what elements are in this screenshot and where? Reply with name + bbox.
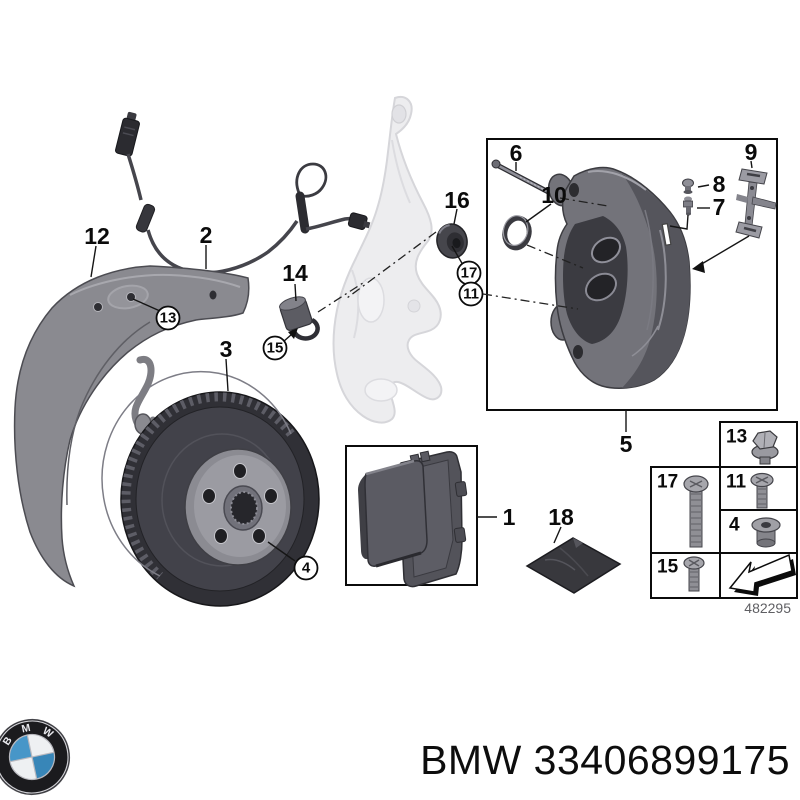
shield-bolt-hole [209,290,217,300]
callout-3: 3 [220,336,233,362]
circled-callout-13-text: 13 [160,310,177,327]
table-label-17: 17 [657,472,678,493]
logo-letter-m: M [20,722,31,736]
guide-pin [491,159,559,199]
cable-ferrule [135,203,156,233]
callout-2: 2 [200,222,213,248]
grease-packet [525,537,622,594]
disc-cooling-vanes [121,392,295,580]
disc-center-bore [231,492,257,524]
brake-caliper [547,166,691,389]
circled-callout-11: 11 [458,281,484,307]
wheel-bolt-hole [202,488,216,504]
anti-rattle-spring-clip [735,168,777,239]
table-label-15: 15 [657,557,679,578]
retaining-pin [661,214,689,246]
circled-callout-17: 17 [456,260,482,286]
table-label-4: 4 [729,515,740,536]
callout-1: 1 [503,504,516,530]
circled-callout-4-text: 4 [302,560,311,577]
wear-sensor-cable [115,111,371,275]
sensor-connector [115,117,140,157]
circled-callout-15-text: 15 [267,340,284,357]
direction-arrow-icon [728,553,796,596]
brake-pad-inner [358,459,428,568]
wheel-bolt-hole [214,528,228,544]
bleeder-valve [683,196,693,216]
callout-16: 16 [444,187,470,213]
callout-10: 10 [541,182,567,208]
seal-ring [502,215,532,251]
caliper-assembly-box [486,138,778,411]
steering-knuckle-ghost [332,96,443,424]
footer: B M W BMW 33406899175 [0,719,790,795]
piston-bore [591,236,621,264]
circled-callout-11-text: 11 [463,286,479,303]
wheel-bolt-hole [252,528,266,544]
shield-bolt-hole [93,302,103,312]
dust-cap [436,223,468,259]
wheel-bolt-hole [264,488,278,504]
callout-6: 6 [510,140,523,166]
callout-18: 18 [548,504,574,530]
screw-icon [750,472,774,509]
piston-bore [585,272,617,302]
callout-12: 12 [84,223,110,249]
roundel-quadrant [9,734,32,762]
cable-grommet [295,191,310,234]
callout-8: 8 [713,171,726,197]
callout-7: 7 [713,194,726,220]
brake-disc [101,370,320,607]
callout-labels: 12 2 3 14 16 6 10 8 7 9 5 1 18 13 15 17 … [84,139,758,581]
guide-bushing [279,296,320,341]
circled-callout-13: 13 [155,305,181,331]
circled-callout-4: 4 [293,555,319,581]
table-label-13: 13 [726,427,747,448]
brake-pads-box [345,445,478,588]
cable-loop [295,162,328,198]
circled-callout-17-text: 17 [461,265,478,282]
plug-bolt-icon [751,517,781,548]
short-screw-icon [683,556,705,592]
long-screw-icon [683,475,709,548]
diagram-number: 482295 [744,600,791,616]
leader-lines [90,160,753,562]
callout-9: 9 [745,139,758,165]
roundel-quadrant [32,752,55,780]
callout-14: 14 [282,260,308,286]
clip-direction-arrow [692,235,750,273]
wheel-bolt-hole [233,463,247,479]
table-label-11: 11 [726,472,747,493]
bmw-roundel-logo: B M W [0,719,70,795]
bleeder-dust-cap [682,178,694,194]
circled-callout-15: 15 [262,335,288,361]
fastener-table [650,421,798,599]
part-number-text: BMW 33406899175 [420,737,790,783]
callout-5: 5 [620,431,633,457]
flange-bolt-icon [751,430,779,465]
